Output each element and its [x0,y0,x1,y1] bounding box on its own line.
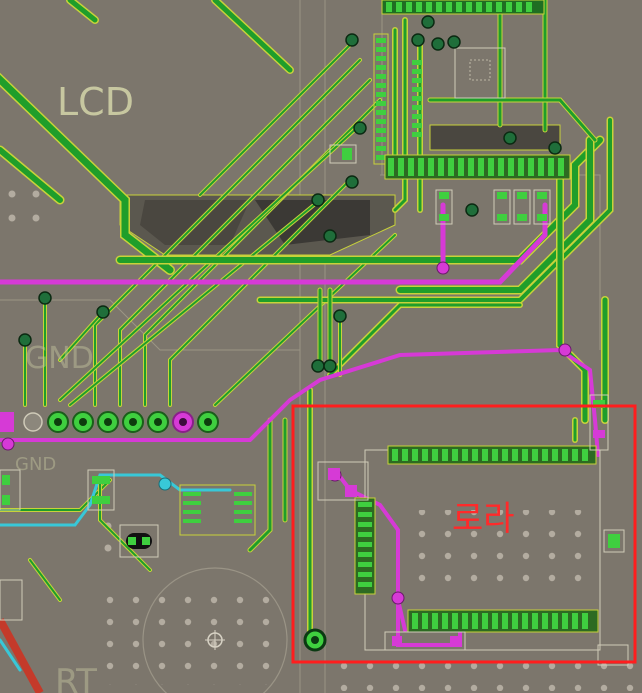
mcu-pad-row[interactable] [384,154,571,180]
left-edge-components[interactable] [0,469,115,621]
lcd-connector-pads[interactable] [373,33,422,165]
drill-hole-grid [100,510,642,691]
red-trace [0,618,44,693]
silk-label-gnd: GND [25,341,94,376]
silk-label-lcd: LCD [57,80,134,124]
silk-label-bottom: RT [55,662,97,693]
lora-module-footprint[interactable] [317,394,629,666]
pin-header-row[interactable] [0,411,219,433]
lora-highlight-box [291,404,637,664]
keepout-circle [142,567,288,693]
silk-label-gnd-2: GND [15,454,56,475]
top-connector-pads[interactable] [381,0,545,15]
smd-components[interactable] [119,144,551,558]
sot-ic-footprint[interactable] [179,484,256,536]
ic-footprint[interactable] [454,47,506,99]
drill-holes-scattered [8,190,112,552]
diagonal-traces [0,0,614,643]
annotation-label: 로라 [452,499,515,539]
